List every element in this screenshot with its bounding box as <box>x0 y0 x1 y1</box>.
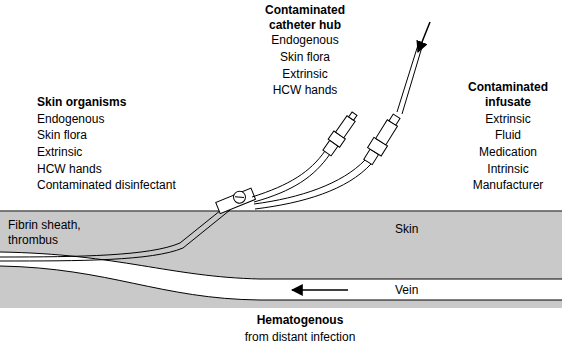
source-item: HCW hands <box>273 83 338 98</box>
source-item: Manufacturer <box>473 178 544 193</box>
source-item: HCW hands <box>37 162 102 177</box>
source-item: Extrinsic <box>282 67 327 82</box>
source-item: Fluid <box>495 128 521 143</box>
hub-connector <box>321 110 360 157</box>
skin-tissue <box>0 211 562 308</box>
source-heading: Contaminated catheter hub <box>255 3 355 33</box>
hub-connector <box>361 112 403 166</box>
infusate-arrow <box>418 22 430 52</box>
source-item: Endogenous <box>271 33 338 48</box>
catheter-lumen <box>255 164 371 209</box>
catheter-hub <box>215 186 255 213</box>
source-heading: Hematogenous <box>257 313 344 328</box>
blood-flow-arrow <box>292 289 348 291</box>
source-item: Intrinsic <box>487 162 528 177</box>
source-item: Medication <box>479 145 537 160</box>
source-item: Skin flora <box>37 128 87 143</box>
infusion-line <box>402 47 422 114</box>
source-item: from distant infection <box>245 330 356 345</box>
catheter-tube <box>0 210 230 261</box>
source-item: Vein <box>395 283 418 298</box>
source-item: Extrinsic <box>485 112 530 127</box>
source-item: Skin <box>395 222 418 237</box>
source-item: Fibrin sheath, thrombus <box>8 218 108 248</box>
vein-wall <box>0 266 562 300</box>
infusion-line <box>397 45 418 112</box>
catheter-tube <box>0 206 226 257</box>
source-item: Contaminated disinfectant <box>37 178 176 193</box>
source-heading: Contaminated infusate <box>458 80 558 110</box>
source-item: Endogenous <box>37 112 104 127</box>
source-item: Skin flora <box>280 50 330 65</box>
skin-surface <box>0 210 562 212</box>
source-item: Extrinsic <box>37 145 82 160</box>
vein-lumen <box>0 252 562 300</box>
source-heading: Skin organisms <box>37 95 126 110</box>
